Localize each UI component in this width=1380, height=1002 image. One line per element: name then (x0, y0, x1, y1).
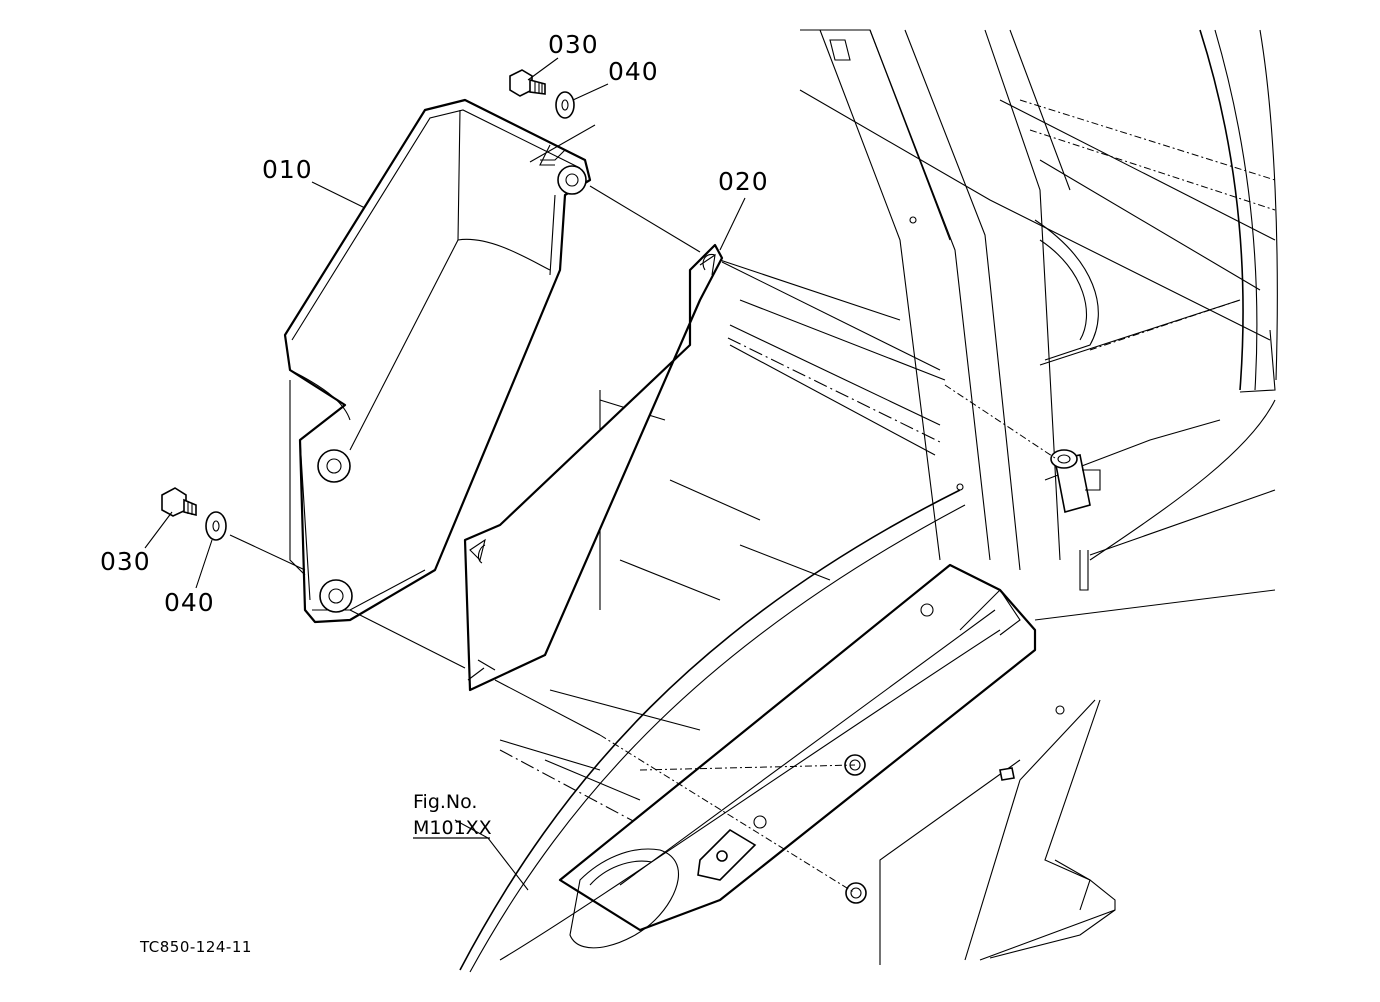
callout-020: 020 (718, 167, 769, 196)
drawing-code: TC850-124-11 (139, 938, 252, 956)
part-020-cover-plate (463, 243, 724, 692)
hardware-top-bolt-washer (509, 69, 596, 166)
figure-ref-line2: M101XX (413, 817, 492, 839)
figure-reference: Fig.No. M101XX (413, 791, 492, 839)
part-010-storage-tray (283, 98, 592, 624)
callout-040-top: 040 (608, 57, 659, 86)
assembly-lines (229, 185, 1056, 894)
figure-ref-line1: Fig.No. (413, 791, 477, 813)
hardware-left-bolt-washer (161, 487, 227, 541)
callout-labels: 010 020 030 040 030 040 (100, 30, 769, 617)
callout-040-left: 040 (164, 588, 215, 617)
cab-frame-background (459, 29, 1278, 973)
callout-030-top: 030 (548, 30, 599, 59)
callout-010: 010 (262, 155, 313, 184)
callout-030-left: 030 (100, 547, 151, 576)
